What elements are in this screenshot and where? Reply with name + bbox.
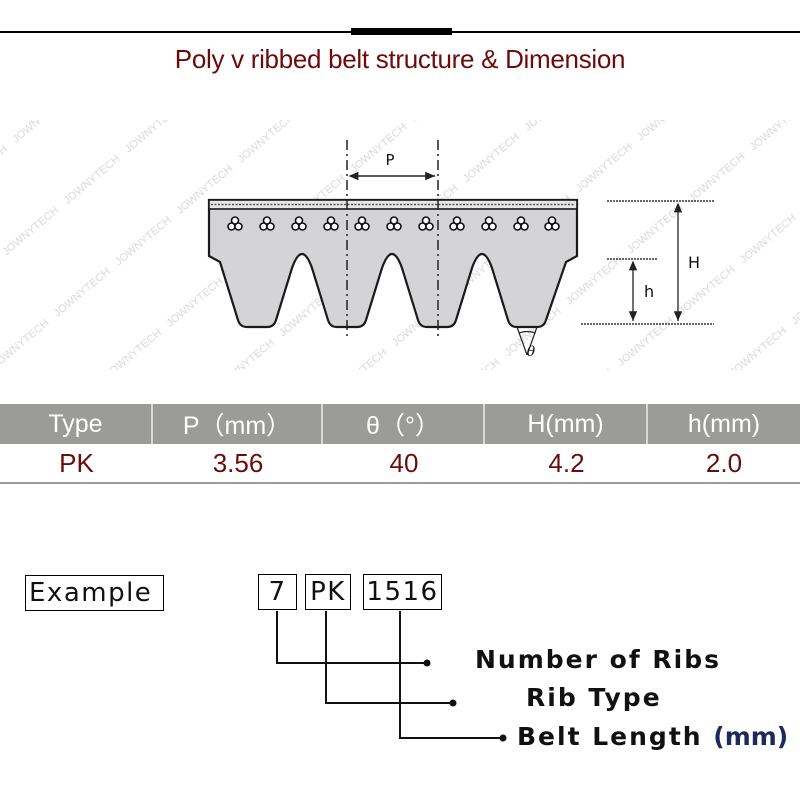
top-divider-accent [351,28,452,35]
legend-rib-type: Rib Type [526,683,662,712]
belt-length-box: 1516 [363,574,442,610]
pitch-label: P [385,151,394,169]
rib-type-value: PK [310,577,346,607]
length-connector-dot [499,734,507,742]
legend-number-of-ribs: Number of Ribs [475,645,722,674]
ribs-count-box: 7 [258,574,297,610]
table-row: PK 3.56 40 4.2 2.0 [0,444,800,484]
page-title: Poly v ribbed belt structure & Dimension [174,44,626,74]
example-label: Example [29,578,153,608]
pitch-centerlines [346,140,439,340]
cell-type: PK [59,447,94,478]
angle-indicator [516,326,538,356]
cell-angle: 40 [389,447,419,478]
height-dimension [581,200,714,325]
belt-cross-section-diagram: JOWNYTECH [0,110,800,390]
ribs-count-value: 7 [268,577,287,607]
ribs-connector-dot [423,659,431,667]
height-label: H [688,253,700,272]
header-pitch: P（mm） [153,404,323,444]
header-angle: θ（°） [323,404,485,444]
legend-belt-length: Belt Length (mm) [517,722,788,751]
rib-height-label: h [644,282,654,301]
legend-belt-length-unit: (mm) [713,722,789,751]
angle-label: θ [527,344,536,360]
tension-cords [227,216,560,231]
example-label-box: Example [25,575,164,611]
cell-pitch: 3.56 [212,447,264,478]
cell-height: 4.2 [548,447,585,478]
cell-rib-height: 2.0 [705,447,743,478]
header-rib-height: h(mm) [687,409,761,438]
header-type: Type [0,404,153,444]
spec-table-header: Type P（mm） θ（°） H(mm) h(mm) [0,404,800,444]
legend-belt-length-text: Belt Length [517,722,703,751]
belt-length-value: 1516 [366,577,439,607]
rib-type-box: PK [305,574,351,610]
rib-type-connector-dot [449,699,457,707]
belt-body [207,198,579,329]
spec-table: Type P（mm） θ（°） H(mm) h(mm) PK 3.56 40 4… [0,404,800,484]
header-height: H(mm) [485,404,648,444]
